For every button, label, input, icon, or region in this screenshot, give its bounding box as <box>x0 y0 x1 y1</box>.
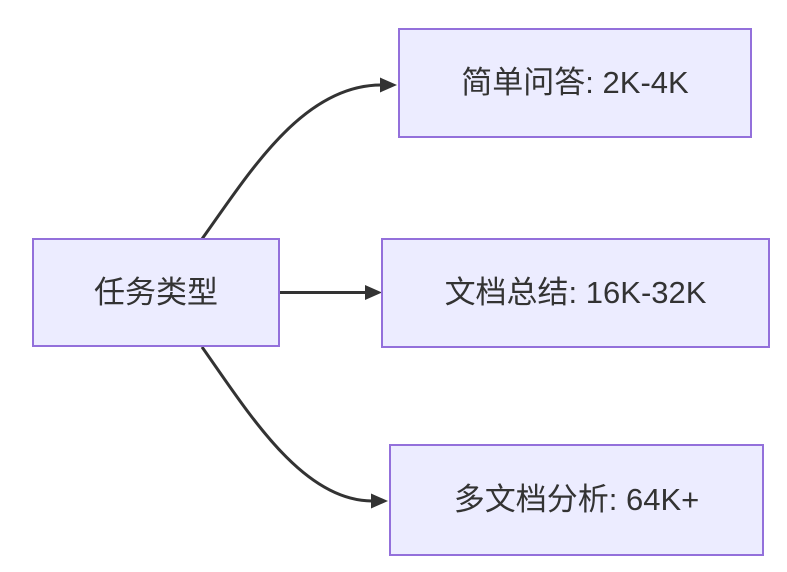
node-task-type: 任务类型 <box>32 238 280 347</box>
node-doc-summary: 文档总结: 16K-32K <box>381 238 770 348</box>
node-doc-summary-label: 文档总结: 16K-32K <box>444 275 707 311</box>
edge-task-to-simple-qa <box>200 77 397 240</box>
node-simple-qa: 简单问答: 2K-4K <box>398 28 752 138</box>
node-simple-qa-label: 简单问答: 2K-4K <box>461 65 689 101</box>
node-multi-doc-analysis: 多文档分析: 64K+ <box>389 444 764 556</box>
edge-task-to-multi-doc <box>200 346 388 509</box>
node-task-type-label: 任务类型 <box>94 274 218 310</box>
node-multi-doc-analysis-label: 多文档分析: 64K+ <box>453 482 700 518</box>
